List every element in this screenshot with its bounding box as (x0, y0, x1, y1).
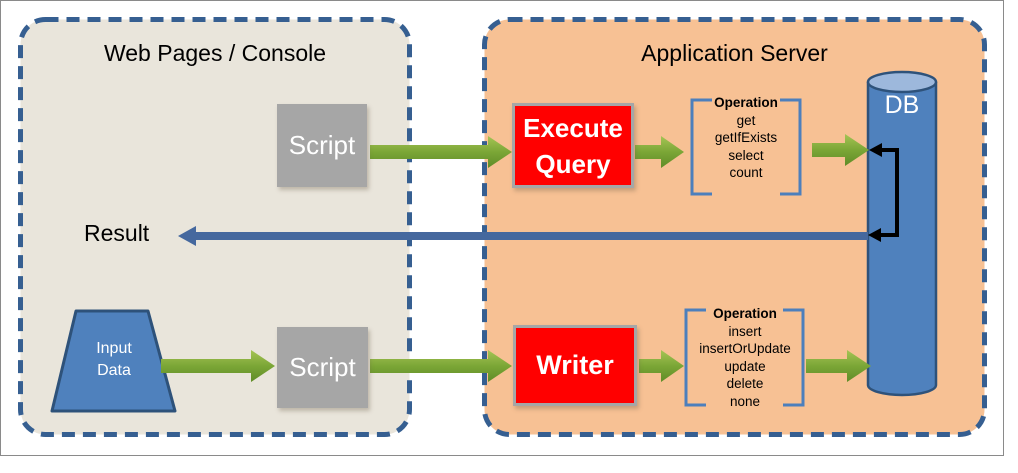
outer-frame (0, 0, 1004, 456)
writer-box: Writer (513, 325, 637, 406)
result-label: Result (84, 220, 150, 246)
green-arrow-write-operations-to-db (806, 350, 871, 382)
execute-query-label-line2: Query (535, 148, 611, 179)
input-data-trapezoid (50, 309, 177, 413)
query-operations-list: Operation get getIfExists select count (694, 94, 798, 182)
operation-item: delete (726, 376, 764, 391)
operation-item: getIfExists (714, 130, 778, 145)
execute-query-label-line1: Execute (523, 112, 623, 143)
operation-item: get (736, 112, 756, 128)
db-return-connector (878, 148, 899, 237)
result-arrow (178, 226, 868, 246)
app-server-title: Application Server (641, 40, 828, 66)
input-data-label-line2: Data (97, 362, 131, 379)
db-label: DB (884, 91, 920, 119)
operation-item: insert (728, 323, 762, 339)
script-top-label: Script (288, 130, 356, 160)
green-arrow-script-to-writer (370, 350, 512, 382)
write-operations-title: Operation (713, 306, 777, 321)
write-operations-list: Operation insert insertOrUpdate update d… (688, 305, 802, 410)
input-data-label-line1: Input (96, 340, 132, 357)
db-cylinder-top (866, 70, 938, 94)
operation-item: update (724, 358, 766, 374)
operation-item: count (729, 165, 763, 180)
query-operations-title: Operation (714, 95, 778, 110)
web-console-title: Web Pages / Console (103, 40, 327, 66)
db-cylinder-body (866, 82, 938, 397)
green-arrow-input-data-to-script (161, 350, 275, 382)
writer-label: Writer (536, 350, 614, 380)
execute-query-box: Execute Query (512, 103, 634, 188)
script-bottom-label: Script (289, 352, 356, 382)
operation-item: insertOrUpdate (699, 341, 791, 356)
script-top-box: Script (277, 104, 367, 187)
write-operations-bracket-left (684, 308, 706, 407)
db-return-arrowhead-bottom (868, 228, 881, 242)
operation-item: none (729, 393, 761, 409)
script-bottom-box: Script (277, 327, 368, 408)
green-arrow-query-operations-to-db (812, 134, 869, 166)
green-arrow-script-to-execute-query (370, 136, 512, 168)
query-operations-bracket-left (690, 98, 712, 196)
write-operations-bracket-right (783, 308, 805, 407)
green-arrow-execute-query-to-operations (635, 136, 684, 168)
green-arrow-writer-to-operations (639, 350, 684, 382)
query-operations-bracket-right (780, 98, 802, 196)
db-return-arrowhead-top (869, 143, 882, 157)
operation-item: select (728, 147, 764, 163)
input-data-label: Input Data (55, 338, 173, 382)
